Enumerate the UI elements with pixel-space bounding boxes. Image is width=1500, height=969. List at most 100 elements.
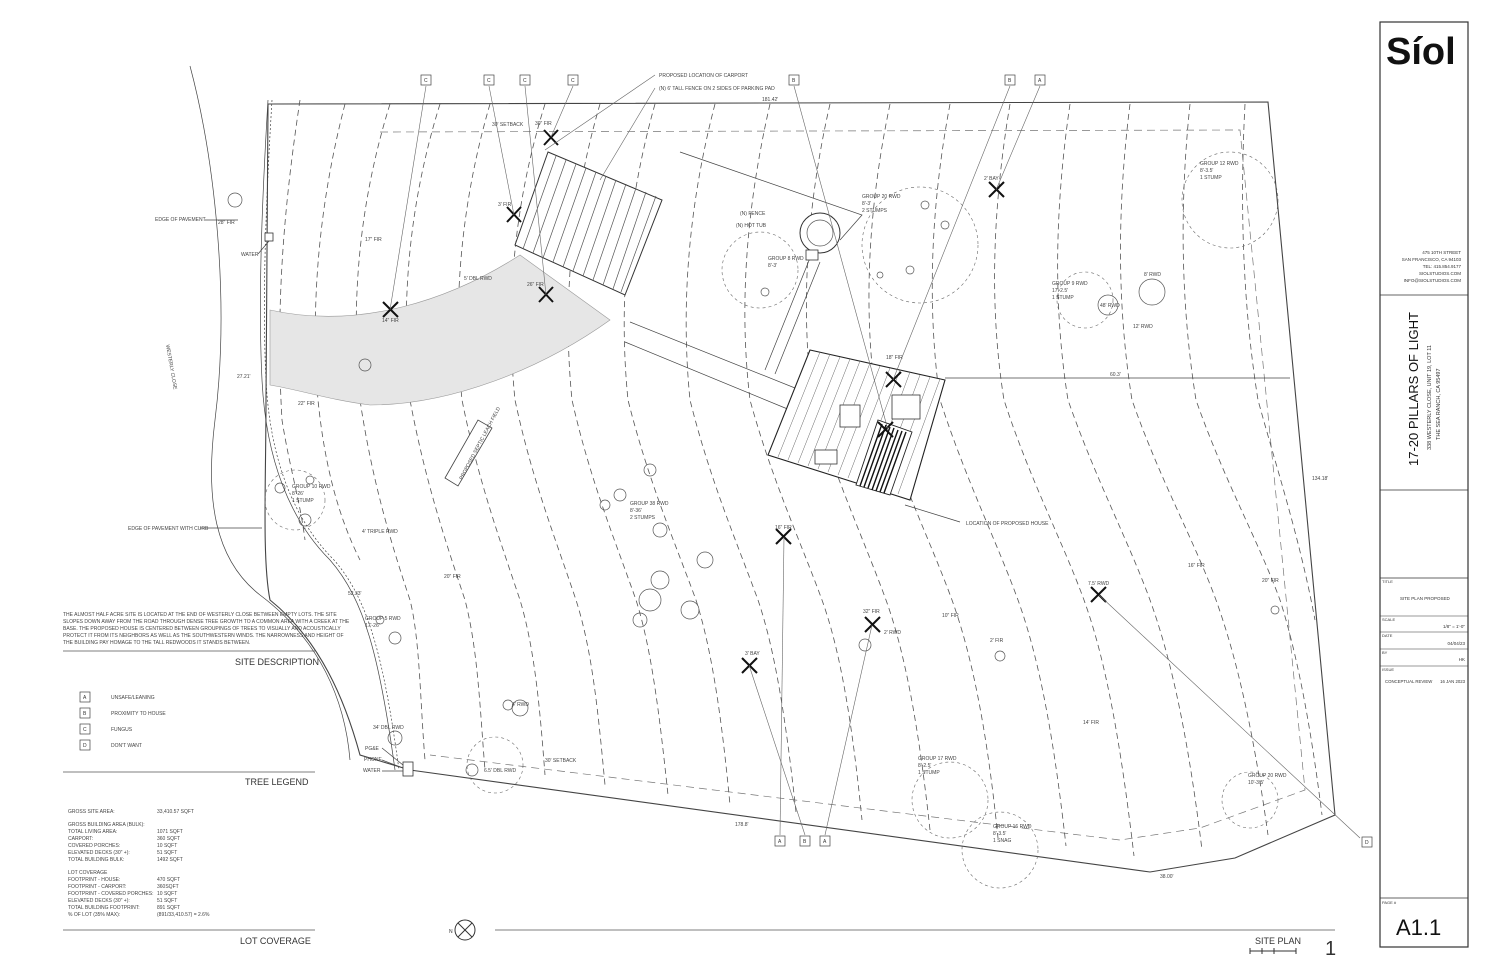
project-address-2: THE SEA RANCH, CA 95497 bbox=[1436, 368, 1442, 440]
tree-label: 14' FIR bbox=[1083, 720, 1099, 726]
tree-canopies bbox=[227, 151, 1280, 889]
utilities bbox=[200, 219, 414, 777]
page-label: PAGE # bbox=[1382, 900, 1397, 905]
tree-label: 10" FIR bbox=[942, 613, 959, 619]
tree-label: 5' DBL RWD bbox=[464, 276, 492, 282]
tree-label: 28" FIR bbox=[218, 220, 235, 226]
svg-text:360SQFT: 360SQFT bbox=[157, 884, 179, 890]
tree-group-labels: GROUP 12 RWD 8'-3.5' 1 STUMP GROUP 20 RW… bbox=[292, 161, 1287, 844]
tag-top-5: B bbox=[792, 78, 796, 84]
svg-text:17'-26': 17'-26' bbox=[365, 623, 380, 629]
scale-label: SCALE bbox=[1382, 617, 1395, 622]
date-label: DATE bbox=[1382, 633, 1393, 638]
dim-27-21: 27.21' bbox=[237, 374, 251, 380]
svg-text:FOOTPRINT - HOUSE:: FOOTPRINT - HOUSE: bbox=[68, 877, 120, 883]
site-description-line: THE ALMOST HALF ACRE SITE IS LOCATED AT … bbox=[63, 612, 337, 618]
tree-label: 3' FIR bbox=[498, 202, 512, 208]
water-bottom-label: WATER bbox=[363, 768, 381, 774]
svg-text:51 SQFT: 51 SQFT bbox=[157, 898, 177, 904]
svg-text:8'-3.5': 8'-3.5' bbox=[993, 831, 1006, 837]
tree-label: 7.5' RWD bbox=[1088, 581, 1110, 587]
tree-label: 20" FIR bbox=[1262, 578, 1279, 584]
dim-181-42: 181.42' bbox=[762, 97, 778, 103]
bulk-heading: GROSS BUILDING AREA (BULK): bbox=[68, 822, 145, 828]
svg-text:1492 SQFT: 1492 SQFT bbox=[157, 857, 183, 863]
title-block: Síol 475 10TH STREET SAN FRANCISCO, CA 9… bbox=[1379, 21, 1469, 948]
gross-site-value: 33,410.57 SQFT bbox=[157, 809, 194, 815]
legend-code: D bbox=[83, 743, 87, 749]
tree-legend-heading: TREE LEGEND bbox=[245, 777, 309, 787]
svg-text:GROUP 16 RWD: GROUP 16 RWD bbox=[993, 824, 1032, 830]
drawing-number: 1 bbox=[1325, 938, 1336, 960]
tree-label: 16" FIR bbox=[775, 525, 792, 531]
svg-text:17'-2.5': 17'-2.5' bbox=[1052, 288, 1068, 294]
svg-text:% OF LOT (35% MAX):: % OF LOT (35% MAX): bbox=[68, 912, 120, 918]
tree-label: 30" FIR bbox=[535, 121, 552, 127]
fence-note-label: (N) 6' TALL FENCE ON 2 SIDES OF PARKING … bbox=[659, 86, 775, 92]
tag-right: D bbox=[1365, 840, 1369, 846]
svg-text:TOTAL LIVING AREA:: TOTAL LIVING AREA: bbox=[68, 829, 117, 835]
tree-group: GROUP 8 RWD 8'-3' bbox=[768, 256, 804, 269]
svg-text:ELEVATED DECKS (30" +):: ELEVATED DECKS (30" +): bbox=[68, 850, 130, 856]
title-value: SITE PLAN PROPOSED bbox=[1400, 596, 1451, 601]
north-label: N bbox=[449, 929, 453, 935]
firm-logo: Síol bbox=[1386, 31, 1456, 73]
by-value: HK bbox=[1459, 657, 1465, 662]
tree-label: 2' RWD bbox=[884, 630, 901, 636]
tag-bottom-3: A bbox=[823, 839, 827, 845]
tree-label: 2' BAY bbox=[984, 176, 999, 182]
issue-label: ISSUE bbox=[1382, 667, 1394, 672]
legend-label: FUNGUS bbox=[111, 727, 133, 733]
tag-top-1: C bbox=[424, 78, 428, 84]
date-value: 04/04/23 bbox=[1447, 641, 1465, 646]
tree-group: GROUP 12 RWD 8'-3.5' 1 STUMP bbox=[1200, 161, 1239, 181]
property-boundary bbox=[264, 101, 1336, 873]
legend-code: A bbox=[83, 695, 87, 701]
firm-address-line: SAN FRANCISCO, CA 94103 bbox=[1402, 257, 1462, 262]
edge-pavement-curb-label: EDGE OF PAVEMENT WITH CURB bbox=[128, 526, 209, 532]
svg-text:1 STUMP: 1 STUMP bbox=[292, 498, 314, 504]
edge-pavement-label: EDGE OF PAVEMENT bbox=[155, 217, 206, 223]
tree-group: GROUP 38 RWD 8'-36' 2 STUMPS bbox=[630, 501, 669, 521]
tree-label: 18" FIR bbox=[886, 355, 903, 361]
hot-tub bbox=[799, 212, 841, 261]
tree-group: GROUP 17 RWD 8'-2.5' 1 STUMP bbox=[918, 756, 957, 776]
svg-text:8'-3': 8'-3' bbox=[862, 201, 871, 207]
scale-bar bbox=[1249, 948, 1297, 954]
legend-code: B bbox=[83, 711, 87, 717]
tree-label: 3' BAY bbox=[745, 651, 760, 657]
tree-label: 12' RWD bbox=[1133, 324, 1153, 330]
svg-text:1 STUMP: 1 STUMP bbox=[1200, 175, 1222, 181]
title-label: TITLE bbox=[1382, 579, 1393, 584]
svg-text:1 STUMP: 1 STUMP bbox=[1052, 295, 1074, 301]
tag-top-3: C bbox=[523, 78, 527, 84]
tag-top-7: A bbox=[1038, 78, 1042, 84]
removal-tags: C C C C B B A A B A D bbox=[420, 74, 1373, 848]
svg-text:10 SQFT: 10 SQFT bbox=[157, 891, 177, 897]
tree-label: 2' FIR bbox=[990, 638, 1004, 644]
project-address-1: 338 WESTERLY CLOSE, UNIT 19, LOT 11 bbox=[1427, 345, 1433, 450]
svg-text:1 SNAG: 1 SNAG bbox=[993, 838, 1011, 844]
firm-address-line: SIOLSTUDIOS.COM bbox=[1419, 271, 1461, 276]
tree-label: 4' TRIPLE RWD bbox=[362, 529, 398, 535]
site-description-line: BASE. THE PROPOSED HOUSE IS CENTERED BET… bbox=[63, 626, 341, 632]
svg-text:GROUP 10 RWD: GROUP 10 RWD bbox=[292, 484, 331, 490]
coverage-heading: LOT COVERAGE bbox=[68, 870, 108, 876]
dim-52-33: 52.33' bbox=[348, 591, 362, 597]
issue-date: 16 JAN 2023 bbox=[1440, 679, 1465, 684]
svg-text:8'-3': 8'-3' bbox=[768, 263, 777, 269]
firm-address-line: 475 10TH STREET bbox=[1422, 250, 1461, 255]
tag-top-4: C bbox=[571, 78, 575, 84]
legend-label: PROXIMITY TO HOUSE bbox=[111, 711, 166, 717]
site-description-line: THE BUILDING PAY HOMAGE TO THE TALL REDW… bbox=[63, 640, 250, 646]
svg-text:470 SQFT: 470 SQFT bbox=[157, 877, 180, 883]
firm-address-line: INFO@SIOLSTUDIOS.COM bbox=[1404, 278, 1462, 283]
svg-text:COVERED PORCHES:: COVERED PORCHES: bbox=[68, 843, 120, 849]
svg-text:10 SQFT: 10 SQFT bbox=[157, 843, 177, 849]
svg-text:GROUP 5 RWD: GROUP 5 RWD bbox=[365, 616, 401, 622]
tree-label: 4' RWD bbox=[512, 702, 529, 708]
tree-label: 17" FIR bbox=[365, 237, 382, 243]
house-location-label: LOCATION OF PROPOSED HOUSE bbox=[966, 521, 1049, 527]
svg-text:ELEVATED DECKS (30" +):: ELEVATED DECKS (30" +): bbox=[68, 898, 130, 904]
svg-text:360 SQFT: 360 SQFT bbox=[157, 836, 180, 842]
